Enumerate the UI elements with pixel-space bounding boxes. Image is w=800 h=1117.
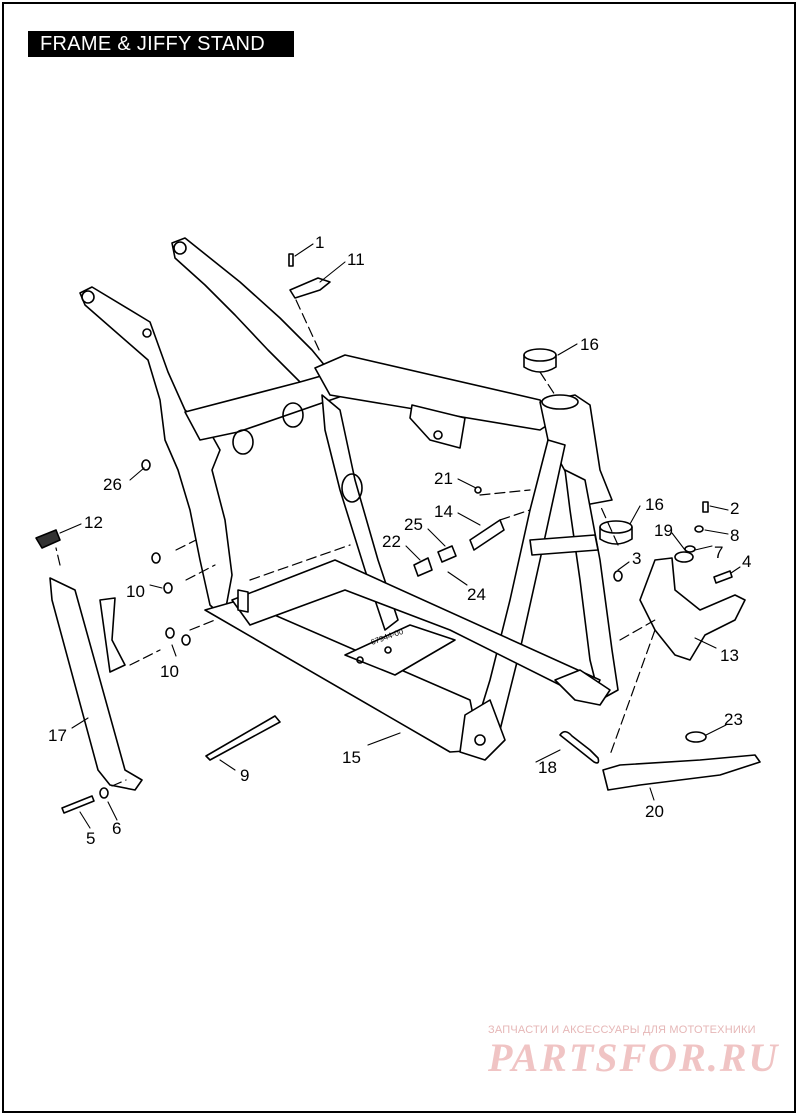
callout-20: 20 xyxy=(645,802,664,821)
callout-16-lower: 16 xyxy=(645,495,664,514)
jiffy-stand-spring xyxy=(559,730,600,764)
callout-8: 8 xyxy=(730,526,739,545)
side-cover-bolt xyxy=(61,795,95,814)
side-cover xyxy=(49,577,143,791)
jiffy-stand-leg xyxy=(602,754,761,791)
callout-23: 23 xyxy=(724,710,743,729)
leader-lines xyxy=(59,243,741,829)
jiffy-stand-pad xyxy=(685,731,707,743)
callout-2: 2 xyxy=(730,499,739,518)
callout-10-upper: 10 xyxy=(126,582,145,601)
callout-labels: 1 11 16 16 26 12 21 14 25 22 24 2 8 19 7… xyxy=(48,233,751,848)
callout-12: 12 xyxy=(84,513,103,532)
side-cover-washer xyxy=(99,787,109,799)
callout-16-upper: 16 xyxy=(580,335,599,354)
callout-10-lower: 10 xyxy=(160,662,179,681)
callout-21: 21 xyxy=(434,469,453,488)
clip xyxy=(289,277,331,299)
callout-26: 26 xyxy=(103,475,122,494)
callout-5: 5 xyxy=(86,829,95,848)
callout-22: 22 xyxy=(382,532,401,551)
callout-24: 24 xyxy=(467,585,486,604)
page-title: FRAME & JIFFY STAND xyxy=(28,31,294,57)
callout-25: 25 xyxy=(404,515,423,534)
callout-14: 14 xyxy=(434,502,453,521)
callout-4: 4 xyxy=(742,552,751,571)
watermark-logo: PARTSFOR.RU xyxy=(488,1035,780,1080)
callout-9: 9 xyxy=(240,766,249,785)
frame-parts xyxy=(35,253,761,814)
callout-3: 3 xyxy=(632,549,641,568)
callout-15: 15 xyxy=(342,748,361,767)
callout-17: 17 xyxy=(48,726,67,745)
assembly-lines xyxy=(55,299,656,787)
callout-1: 1 xyxy=(315,233,324,252)
callout-18: 18 xyxy=(538,758,557,777)
callout-7: 7 xyxy=(714,543,723,562)
side-cover-cap xyxy=(35,529,61,549)
screw-top xyxy=(288,253,294,267)
callout-19: 19 xyxy=(654,521,673,540)
callout-11: 11 xyxy=(347,250,365,269)
cable-strap xyxy=(205,715,281,761)
bearing-cup-upper xyxy=(523,348,557,373)
callout-6: 6 xyxy=(112,819,121,838)
frame-assembly: 67944-00 xyxy=(79,237,619,761)
callout-13: 13 xyxy=(720,646,739,665)
watermark-tagline: ЗАПЧАСТИ И АКСЕССУАРЫ ДЛЯ МОТОТЕХНИКИ xyxy=(488,1024,756,1036)
